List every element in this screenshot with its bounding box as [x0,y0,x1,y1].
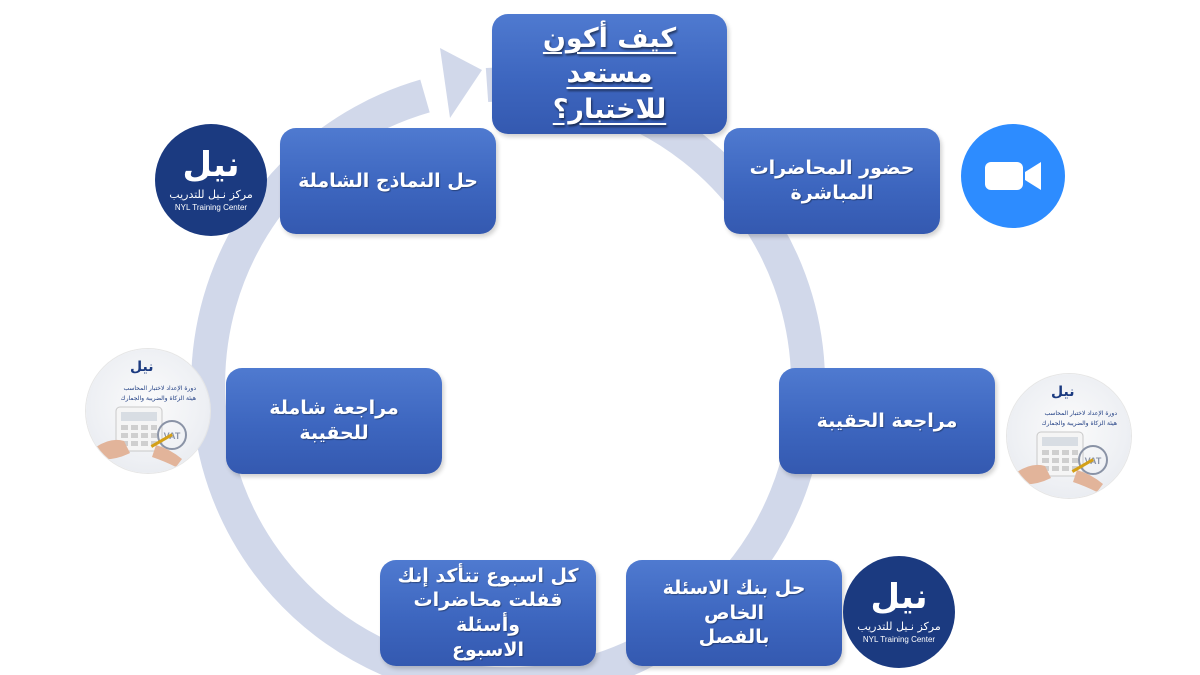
book-brand-mark: نيل [130,359,154,375]
step-live-lectures: حضور المحاضرات المباشرة [724,128,940,234]
book-title-line1: دورة الإعداد لاختبار المحاسب [1044,410,1117,417]
video-camera-icon [985,162,1041,190]
book-brand-mark: نيل [1051,384,1075,400]
nyl-logo-bottom: نيل مركز نـيل للتدريب NYL Training Cente… [843,556,955,668]
book-photo-left: نيل دورة الإعداد لاختبار المحاسب هيئة ال… [86,349,210,473]
cycle-arrowhead [440,48,482,118]
book-title-line2: هيئة الزكاة والضريبة والجمارك [1041,420,1117,427]
book-photo-right: نيل دورة الإعداد لاختبار المحاسب هيئة ال… [1007,374,1131,498]
nyl-logo-top: نيل مركز نـيل للتدريب NYL Training Cente… [155,124,267,236]
step-full-models: حل النماذج الشاملة [280,128,496,234]
calculator-icon: VAT [1017,431,1108,492]
nyl-logo-english: NYL Training Center [174,203,248,212]
step-bag-review: مراجعة الحقيبة [779,368,995,474]
book-title-line2: هيئة الزكاة والضريبة والجمارك [120,395,196,402]
nyl-logo-mark: نيل [870,577,928,617]
book-title-line1: دورة الإعداد لاختبار المحاسب [123,385,196,392]
zoom-logo [961,124,1065,228]
nyl-logo-arabic: مركز نـيل للتدريب [857,620,941,633]
calculator-icon: VAT [96,406,187,467]
nyl-logo-arabic: مركز نـيل للتدريب [169,188,253,201]
step-question-bank: حل بنك الاسئلة الخاص بالفصل [626,560,842,666]
title-box: كيف أكون مستعد للاختبار؟ [492,14,727,134]
step-full-bag-review: مراجعة شاملة للحقيبة [226,368,442,474]
nyl-logo-english: NYL Training Center [862,635,936,644]
nyl-logo-mark: نيل [182,145,240,185]
step-weekly-check: كل اسبوع تتأكد إنك قفلت محاضرات وأسئلة ا… [380,560,596,666]
